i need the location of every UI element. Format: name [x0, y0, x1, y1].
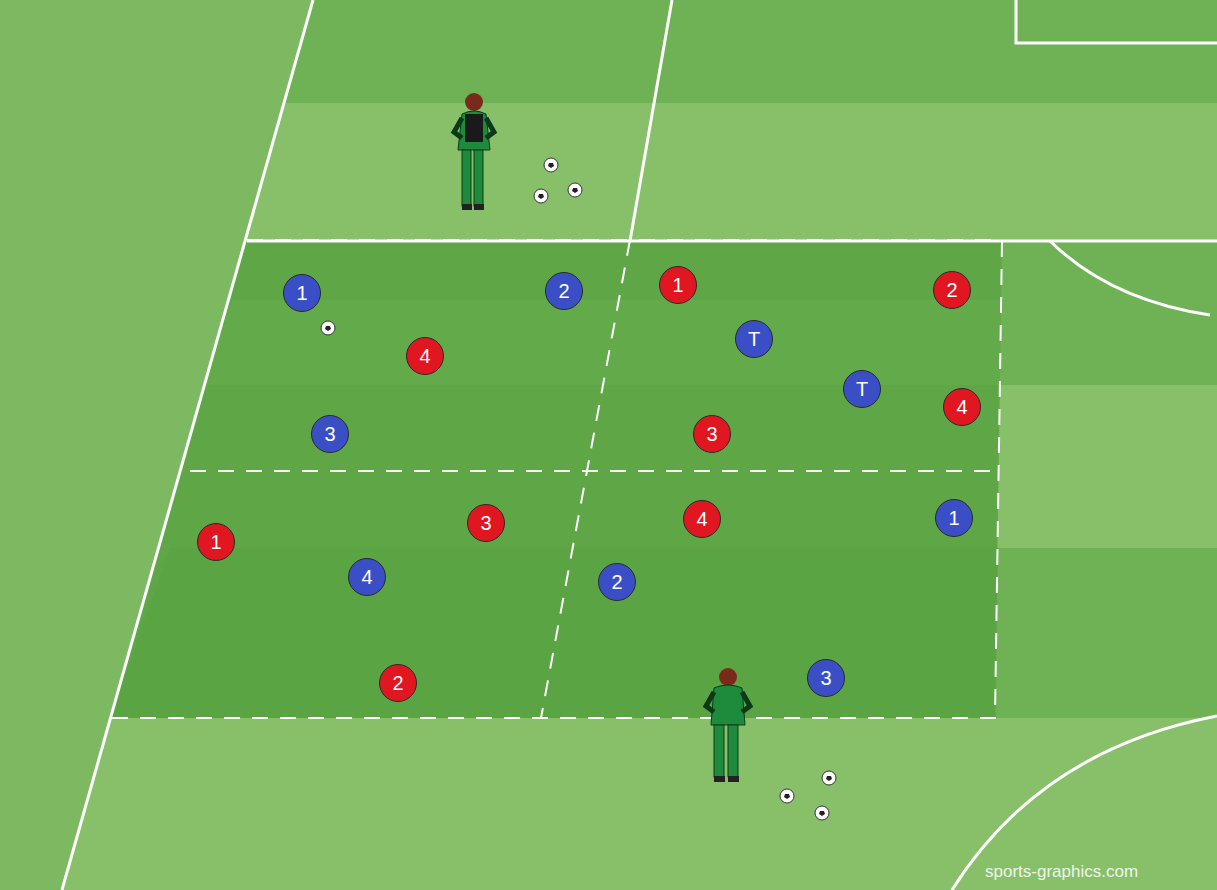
- player-marker: 2: [598, 563, 636, 601]
- player-number: 1: [948, 507, 959, 530]
- player-number: 4: [361, 566, 372, 589]
- coach-figure: [454, 93, 494, 210]
- player-number: 2: [946, 279, 957, 302]
- player-number: 1: [672, 274, 683, 297]
- player-marker: T: [843, 370, 881, 408]
- player-marker: 4: [943, 388, 981, 426]
- player-number: 4: [696, 508, 707, 531]
- player-marker: 1: [283, 274, 321, 312]
- player-marker: 4: [348, 558, 386, 596]
- player-marker: 4: [406, 337, 444, 375]
- player-number: 3: [480, 512, 491, 535]
- player-number: 1: [210, 531, 221, 554]
- player-number: T: [748, 328, 760, 351]
- player-marker: 2: [379, 664, 417, 702]
- player-number: 2: [611, 571, 622, 594]
- player-number: 2: [558, 280, 569, 303]
- player-marker: 2: [545, 272, 583, 310]
- player-marker: T: [735, 320, 773, 358]
- player-number: T: [856, 378, 868, 401]
- coach-figure: [706, 668, 750, 782]
- player-number: 4: [419, 345, 430, 368]
- player-number: 1: [296, 282, 307, 305]
- watermark: sports-graphics.com: [985, 862, 1138, 882]
- player-marker: 3: [467, 504, 505, 542]
- player-marker: 4: [683, 500, 721, 538]
- player-number: 2: [392, 672, 403, 695]
- player-marker: 3: [807, 659, 845, 697]
- player-number: 3: [820, 667, 831, 690]
- player-marker: 1: [197, 523, 235, 561]
- player-marker: 2: [933, 271, 971, 309]
- player-number: 3: [706, 423, 717, 446]
- player-number: 4: [956, 396, 967, 419]
- player-marker: 3: [311, 415, 349, 453]
- player-marker: 1: [659, 266, 697, 304]
- player-number: 3: [324, 423, 335, 446]
- player-marker: 3: [693, 415, 731, 453]
- player-marker: 1: [935, 499, 973, 537]
